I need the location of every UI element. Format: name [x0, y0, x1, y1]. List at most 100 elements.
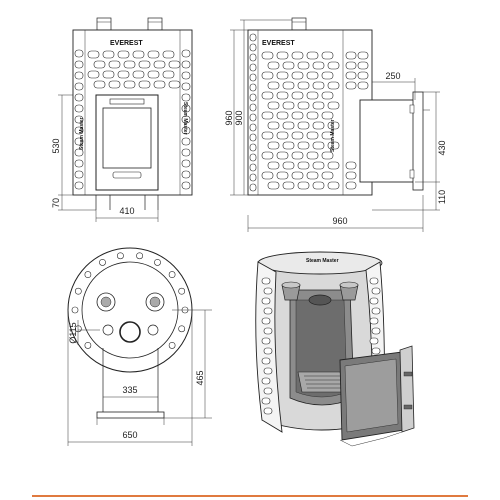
side-slot — [261, 51, 274, 60]
side-slot — [291, 51, 304, 60]
top-side-hole-left — [102, 324, 114, 336]
cutaway-view: Steam Master — [255, 251, 415, 447]
side-slot — [282, 181, 295, 190]
cutaway-front-shell-left — [255, 261, 283, 433]
cutaway-slot — [371, 347, 381, 355]
side-slot — [291, 171, 304, 180]
side-slot — [261, 111, 274, 120]
front-dim-410: 410 — [119, 206, 134, 216]
top-ring-slot — [168, 342, 176, 349]
top-view: Ø115 335 465 650 — [67, 247, 212, 446]
top-flue — [119, 321, 141, 343]
cutaway-slot — [263, 387, 273, 395]
cutaway-slot — [261, 397, 271, 405]
top-door-plate — [96, 411, 165, 419]
side-slot — [321, 111, 334, 120]
side-slot — [345, 61, 357, 70]
front-slot — [147, 70, 160, 79]
front-slot — [102, 50, 115, 59]
side-slot — [312, 61, 325, 70]
side-slot — [327, 161, 340, 170]
side-slot — [249, 93, 257, 102]
front-slot — [74, 170, 84, 179]
side-slot — [249, 143, 257, 152]
front-slot — [162, 70, 175, 79]
front-slot — [117, 70, 130, 79]
front-door-glass — [102, 107, 152, 169]
front-chimney-right — [147, 17, 163, 31]
front-slot — [108, 80, 121, 89]
side-slot — [249, 183, 257, 192]
front-slot — [181, 93, 191, 102]
side-slot — [291, 151, 304, 160]
cutaway-slot — [263, 287, 273, 295]
front-slot — [181, 137, 191, 146]
side-slot — [249, 113, 257, 122]
top-ring-slot — [154, 259, 161, 266]
side-slot — [345, 71, 357, 80]
side-slot — [249, 133, 257, 142]
front-ash-slot — [112, 171, 142, 179]
top-dim-d115: Ø115 — [68, 322, 78, 343]
front-slot — [74, 159, 84, 168]
cutaway-slot — [263, 327, 273, 335]
front-slot — [123, 80, 136, 89]
side-slot — [282, 61, 295, 70]
side-slot — [327, 101, 340, 110]
top-dim-650: 650 — [122, 430, 137, 440]
cutaway-slot — [263, 347, 273, 355]
top-ring-slot — [136, 252, 143, 260]
front-slot — [117, 50, 130, 59]
side-slot — [297, 181, 310, 190]
side-slot — [312, 81, 325, 90]
top-ring-slot — [84, 271, 92, 278]
cutaway-door — [399, 345, 415, 433]
cutaway-slot — [369, 337, 379, 345]
side-slot — [297, 61, 310, 70]
front-slot — [74, 49, 84, 58]
front-slot — [138, 60, 151, 69]
front-slot — [181, 126, 191, 135]
cutaway-slot — [261, 277, 271, 285]
top-ring-slot — [178, 325, 185, 333]
front-slot — [123, 60, 136, 69]
front-brand-label: EVEREST — [110, 40, 143, 47]
side-slot — [357, 61, 369, 70]
top-ring-slot — [168, 271, 176, 278]
side-chimney — [291, 17, 307, 31]
side-slot — [291, 111, 304, 120]
side-brand-label: EVEREST — [262, 40, 295, 47]
side-slot — [297, 161, 310, 170]
front-slot — [74, 104, 84, 113]
front-chimney-left — [96, 17, 112, 31]
front-slot — [87, 50, 100, 59]
side-dim-430: 430 — [437, 140, 447, 155]
bottom-accent-rule — [32, 495, 468, 497]
side-slot — [345, 171, 357, 180]
side-slot — [291, 131, 304, 140]
side-slot — [261, 171, 274, 180]
side-slot — [327, 61, 340, 70]
side-slot — [306, 71, 319, 80]
side-dim-900: 900 — [234, 110, 244, 125]
cutaway-slot — [261, 297, 271, 305]
side-slot — [321, 151, 334, 160]
cutaway-slot — [261, 337, 271, 345]
side-slot — [249, 103, 257, 112]
side-slot — [249, 43, 257, 52]
side-slot — [321, 91, 334, 100]
side-slot — [267, 141, 280, 150]
front-slot — [74, 71, 84, 80]
front-slot — [74, 82, 84, 91]
top-ring-slot — [84, 342, 92, 349]
front-slot — [74, 115, 84, 124]
front-slot — [74, 181, 84, 190]
front-legs — [95, 195, 159, 210]
side-slot — [276, 71, 289, 80]
side-slot — [291, 71, 304, 80]
side-dim-250: 250 — [385, 71, 400, 81]
cutaway-grate — [297, 371, 347, 393]
side-slot — [249, 73, 257, 82]
side-slot — [357, 81, 369, 90]
side-slot — [312, 181, 325, 190]
